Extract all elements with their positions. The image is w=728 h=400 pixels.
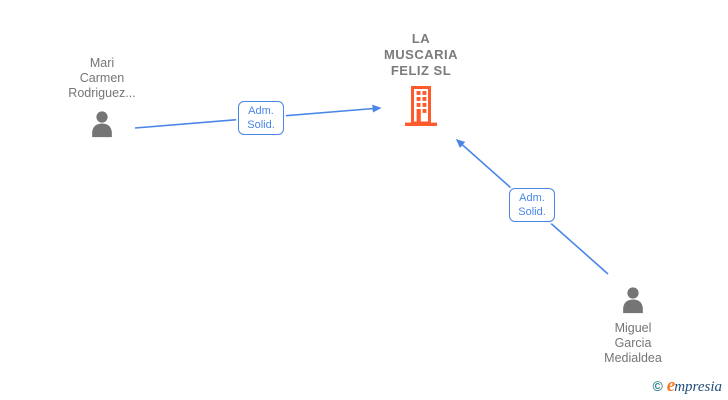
company-name-line: LA [411,31,431,46]
person-node-mari-carmen-rodriguez[interactable]: Mari Carmen Rodriguez... [40,56,164,139]
edge-label-line: Adm. [248,105,274,117]
person-name: Miguel Garcia Medialdea [604,321,662,366]
person-name: Mari Carmen Rodriguez... [68,56,135,101]
company-node[interactable]: LA MUSCARIA FELIZ SL [351,31,491,126]
edge-label-adm-solid: Adm. Solid. [509,188,555,222]
brand-initial: e [666,375,676,396]
company-name: LA MUSCARIA FELIZ SL [384,31,458,79]
person-icon [87,109,117,139]
brand-wordmark: empresia [667,375,722,397]
person-name-line: Garcia [614,336,652,350]
edge-label-adm-solid: Adm. Solid. [238,101,284,135]
brand-rest: mpresia [674,379,722,395]
edge-label-line: Solid. [518,206,546,218]
person-name-line: Carmen [79,71,125,85]
empresia-logo: © empresia [652,375,722,397]
person-name-line: Rodriguez... [68,86,136,100]
person-name-line: Miguel [614,321,652,335]
company-name-line: FELIZ SL [390,63,452,78]
person-icon [618,285,648,315]
company-name-line: MUSCARIA [383,47,459,62]
edge-label-line: Adm. [519,192,545,204]
building-icon [402,86,440,126]
person-name-line: Mari [89,56,115,70]
copyright-icon: © [652,378,663,394]
person-name-line: Medialdea [604,351,662,365]
person-node-miguel-garcia-medialdea[interactable]: Miguel Garcia Medialdea [571,285,695,366]
edge-label-line: Solid. [247,119,275,131]
